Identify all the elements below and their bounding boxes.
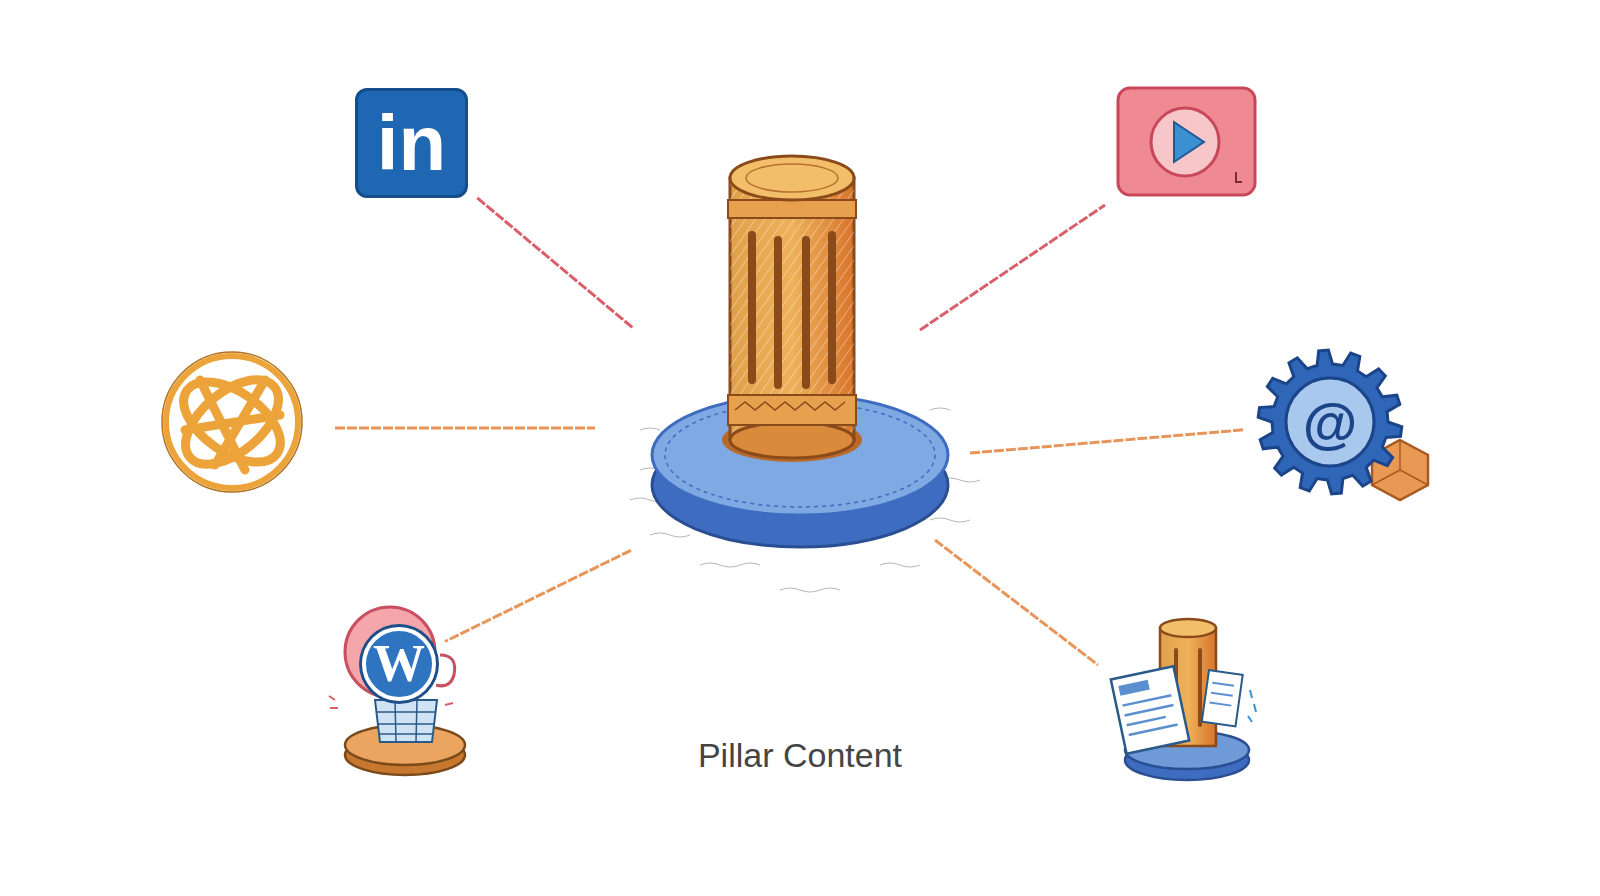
leader-line — [335, 427, 595, 430]
logo-letter: W — [373, 638, 425, 690]
logo-letters: in — [377, 104, 446, 182]
connector-line — [970, 430, 1245, 453]
leader-line — [920, 205, 1105, 330]
small-pillar — [1111, 619, 1256, 780]
connector-line — [445, 550, 631, 641]
central-pillar — [630, 156, 980, 592]
caption-text: Pillar Content — [694, 736, 906, 775]
video-icon — [1118, 88, 1255, 195]
wordpress-cup — [329, 607, 465, 775]
connector-line — [476, 197, 633, 328]
linkedin-icon: in — [355, 88, 468, 198]
gear-icon: @ — [1255, 345, 1405, 500]
wordpress-icon: W — [362, 627, 436, 701]
at-symbol: @ — [1303, 395, 1358, 451]
leader-line — [935, 540, 1098, 665]
knot-icon — [166, 356, 298, 488]
pillar-node: Pillar Content — [640, 160, 960, 775]
